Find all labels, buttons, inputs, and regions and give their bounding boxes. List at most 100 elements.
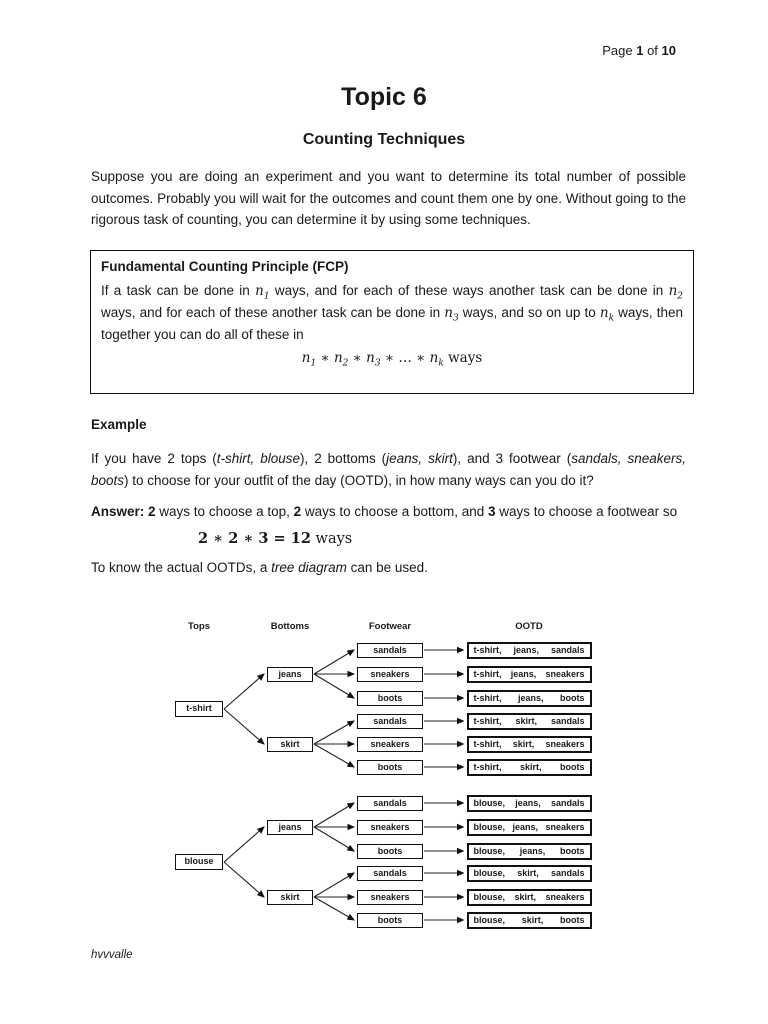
ootd-part: boots xyxy=(559,693,585,703)
text-segment: ways to choose a top, xyxy=(155,504,294,519)
tree-node-footwear: sneakers xyxy=(357,736,423,752)
ootd-part: jeans, xyxy=(510,669,537,679)
text-segment: ways to choose a bottom, and xyxy=(301,504,489,519)
tree-node-footwear: sneakers xyxy=(357,889,423,905)
ootd-part: boots xyxy=(559,762,585,772)
tree-node-ootd: blouse, jeans, sneakers xyxy=(466,818,592,836)
text-segment: n3 xyxy=(444,305,459,324)
ootd-part: jeans, xyxy=(512,822,538,832)
ootd-part: skirt, xyxy=(521,915,544,925)
ootd-part: skirt, xyxy=(519,762,542,772)
text-segment: n1 xyxy=(255,283,270,302)
tree-node-footwear: boots xyxy=(357,690,423,706)
text-segment: ), 2 bottoms ( xyxy=(300,451,387,466)
tree-node-bottom: jeans xyxy=(267,819,313,835)
text-segment: 2 xyxy=(293,504,302,519)
fcp-formula: n1 ∗ n2 ∗ n3 ∗ … ∗ nk ways xyxy=(91,350,693,369)
text-segment: ) to choose for your outfit of the day (… xyxy=(124,472,594,488)
tree-column-header: Bottoms xyxy=(270,621,310,632)
text-segment: tree diagram xyxy=(271,560,347,575)
ootd-part: jeans, xyxy=(515,798,541,808)
tree-node-bottom: jeans xyxy=(267,666,313,682)
ootd-part: boots xyxy=(560,915,585,925)
tree-node-ootd: blouse, jeans, boots xyxy=(466,842,592,860)
text-segment: ways xyxy=(443,350,483,366)
tree-node-ootd: blouse,jeans,sandals xyxy=(466,794,592,812)
text-segment: 2 ∗ 2 ∗ 3 = 12 xyxy=(198,530,311,547)
section-subtitle: Counting Techniques xyxy=(302,131,466,148)
ootd-part: sneakers xyxy=(545,669,585,679)
ootd-part: t-shirt, xyxy=(473,762,502,772)
tree-node-ootd: blouse, skirt, sneakers xyxy=(466,888,592,906)
ootd-part: jeans, xyxy=(519,846,546,856)
text-segment: 2 xyxy=(148,504,156,519)
intro-paragraph: Suppose you are doing an experiment and … xyxy=(91,169,686,227)
ootd-part: sneakers xyxy=(545,892,585,902)
ootd-part: t-shirt, xyxy=(473,739,502,749)
text-segment: nk xyxy=(599,305,615,324)
text-segment: 1 xyxy=(636,43,644,58)
ootd-part: sandals xyxy=(550,798,585,808)
text-segment: 10 xyxy=(661,43,676,58)
ootd-part: boots xyxy=(560,846,585,856)
text-segment: ), and 3 footwear ( xyxy=(452,451,572,466)
ootd-part: skirt, xyxy=(517,868,539,878)
text-segment: If a task can be done in xyxy=(101,283,256,298)
page-number: Page 1 of 10 xyxy=(602,43,676,58)
text-segment: ways, and so on up to xyxy=(458,305,600,320)
tree-node-footwear: sandals xyxy=(357,865,423,881)
text-segment: n2 xyxy=(333,350,349,369)
footer-author: hvvvalle xyxy=(91,949,133,961)
text-segment: jeans, skirt xyxy=(386,451,453,466)
example-question: If you have 2 tops (t-shirt, blouse), 2 … xyxy=(91,448,686,491)
tree-node-footwear: sandals xyxy=(357,795,423,811)
ootd-part: t-shirt, xyxy=(473,669,502,679)
tree-node-ootd: blouse, skirt, sandals xyxy=(466,864,592,882)
tree-node-bottom: skirt xyxy=(267,736,313,752)
ootd-part: skirt, xyxy=(515,716,537,726)
ootd-part: blouse, xyxy=(473,892,506,902)
text-segment: can be used. xyxy=(346,560,428,575)
ootd-part: sneakers xyxy=(545,822,585,832)
tree-node-ootd: blouse,skirt,boots xyxy=(466,911,592,929)
tree-node-ootd: t-shirt, jeans, boots xyxy=(466,689,592,707)
text-segment: ∗ xyxy=(348,350,367,366)
text-segment: If you have 2 tops ( xyxy=(91,451,217,466)
ootd-part: blouse, xyxy=(473,868,506,878)
text-segment: nk xyxy=(429,350,444,369)
ootd-part: t-shirt, xyxy=(473,645,502,655)
tree-connector-arrows xyxy=(223,646,465,924)
text-segment: ways, and for each of these ways another… xyxy=(269,283,669,298)
example-answer: Answer: 2 ways to choose a top, 2 ways t… xyxy=(91,504,686,519)
fcp-body: If a task can be done in n1 ways, and fo… xyxy=(101,280,683,345)
text-segment: Page xyxy=(602,43,637,58)
ootd-part: sandals xyxy=(550,716,585,726)
ootd-part: sneakers xyxy=(545,739,585,749)
tree-node-footwear: sneakers xyxy=(357,666,423,682)
tree-column-header: Tops xyxy=(188,621,210,632)
text-segment: ways xyxy=(310,531,353,547)
text-segment: of xyxy=(643,43,662,58)
fcp-title: Fundamental Counting Principle (FCP) xyxy=(101,259,349,274)
ootd-part: sandals xyxy=(550,868,585,878)
ootd-part: blouse, xyxy=(473,846,506,856)
text-segment: ways to choose a footwear so xyxy=(495,504,678,519)
tree-node-bottom: skirt xyxy=(267,889,313,905)
text-segment: ways, then together you can do all of th… xyxy=(101,305,683,342)
text-segment: sandals, sneakers, boots xyxy=(91,451,686,488)
tree-node-footwear: sandals xyxy=(357,713,423,729)
tree-node-ootd: t-shirt, jeans, sneakers xyxy=(466,665,592,683)
text-segment: n3 xyxy=(366,350,381,369)
tree-node-top: blouse xyxy=(175,854,223,870)
tree-intro-sentence: To know the actual OOTDs, a tree diagram… xyxy=(91,560,428,575)
ootd-part: skirt, xyxy=(514,892,536,902)
page-title: Topic 6 xyxy=(341,83,427,111)
ootd-part: blouse, xyxy=(473,822,506,832)
tree-column-header: OOTD xyxy=(515,621,543,632)
ootd-part: t-shirt, xyxy=(473,693,502,703)
ootd-part: jeans, xyxy=(517,693,544,703)
example-equation: 2 ∗ 2 ∗ 3 = 12 ways xyxy=(198,530,352,547)
text-segment: To know the actual OOTDs, a xyxy=(91,560,272,575)
